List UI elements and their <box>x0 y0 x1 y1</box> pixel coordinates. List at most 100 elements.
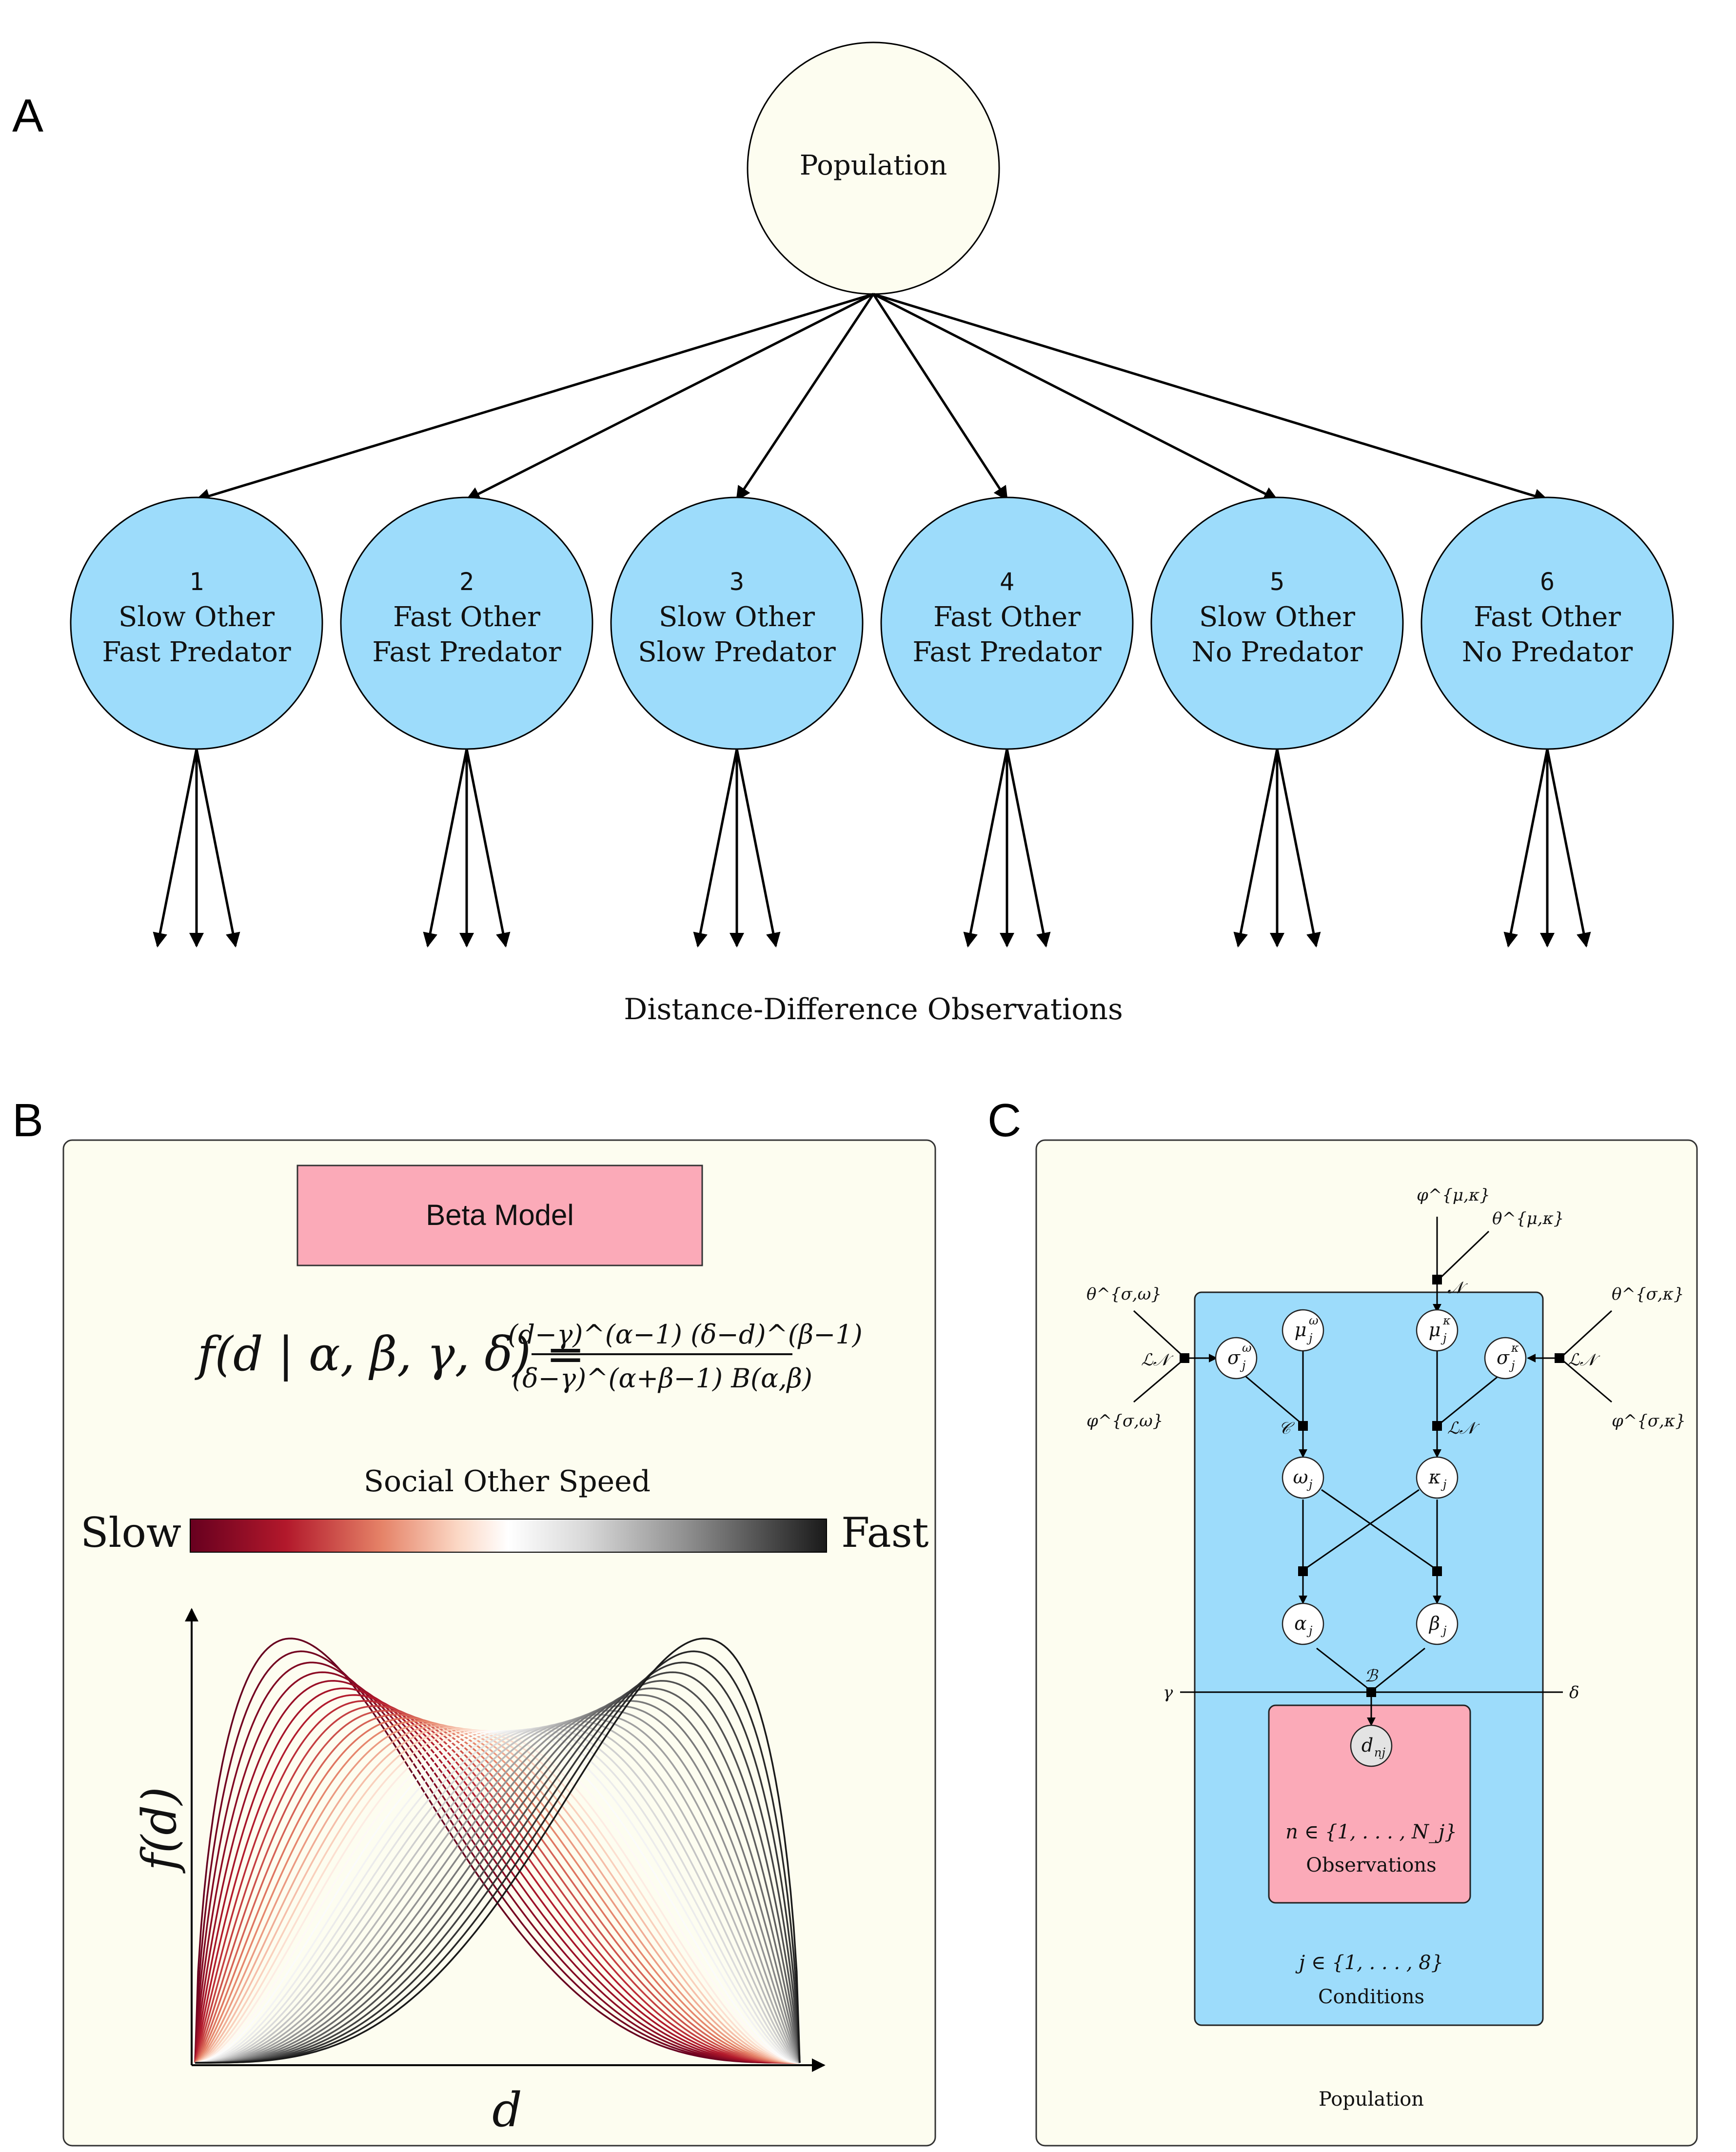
condition-predator: Fast Predator <box>372 636 561 668</box>
condition-predator: Slow Predator <box>638 636 836 668</box>
factor-LN-right <box>1555 1353 1564 1363</box>
condition-other-speed: Fast Other <box>933 601 1081 633</box>
beta-density-curve <box>195 1680 801 2064</box>
beta-density-curve <box>195 1729 800 2064</box>
colorbar-label-fast: Fast <box>841 1509 929 1557</box>
observation-arrow <box>735 749 781 948</box>
node-d-observed <box>1350 1724 1393 1767</box>
observation-arrow <box>1276 749 1321 948</box>
beta-density-curve <box>195 1722 800 2064</box>
condition-predator: Fast Predator <box>912 636 1102 668</box>
label-sigma-omega: σ <box>1227 1347 1241 1368</box>
panel-letter-b: B <box>12 1094 43 1146</box>
label-gamma: γ <box>1163 1683 1173 1702</box>
node-sigma-omega <box>1215 1337 1258 1380</box>
condition-number: 4 <box>1000 568 1014 596</box>
condition-other-speed: Fast Other <box>1474 601 1621 633</box>
beta-density-curve <box>195 1730 800 2064</box>
beta-density-curve <box>195 1725 800 2064</box>
population-arrow <box>195 293 874 503</box>
population-arrow <box>873 293 1549 503</box>
formula-numerator: (d−γ)^(α−1) (δ−d)^(β−1) <box>508 1319 863 1350</box>
node-sigma-kappa <box>1484 1337 1527 1380</box>
population-arrow <box>735 293 875 501</box>
condition-number: 2 <box>459 568 474 596</box>
beta-density-curve <box>195 1661 801 2064</box>
observation-arrows <box>153 749 1591 948</box>
observations-label: Observations <box>1306 1854 1436 1876</box>
factor-B <box>1366 1687 1376 1697</box>
beta-density-curve <box>195 1694 801 2064</box>
panel-b-box <box>62 1139 936 2147</box>
node-omega <box>1282 1456 1324 1499</box>
factor-N <box>1432 1275 1442 1284</box>
population-arrow <box>872 293 1008 501</box>
svg-text:κ: κ <box>1442 1314 1451 1327</box>
label-beta: β <box>1428 1613 1440 1634</box>
observation-arrow <box>465 749 511 948</box>
condition-number: 1 <box>189 568 204 596</box>
formula-denominator: (δ−γ)^(α+β−1) B(α,β) <box>512 1363 812 1394</box>
edge-sigmakappa-LN <box>1439 1370 1505 1425</box>
edge-theta-mukappa <box>1439 1230 1490 1280</box>
x-axis-label: d <box>492 2083 522 2137</box>
population-plate-label: Population <box>1319 2088 1424 2111</box>
node-beta <box>1416 1602 1459 1645</box>
beta-density-curve <box>195 1700 801 2064</box>
label-factor-B: ℬ <box>1364 1666 1379 1686</box>
condition-other-speed: Slow Other <box>1199 601 1355 633</box>
edge-theta-sigmaomega <box>1133 1310 1184 1357</box>
observation-arrow <box>423 749 468 948</box>
edge-beta-B <box>1372 1647 1425 1691</box>
label-mu-kappa: μ <box>1429 1319 1441 1341</box>
edge-phi-sigmakappa <box>1562 1360 1612 1403</box>
observations-range: n ∈ {1, . . . , N_j} <box>1285 1821 1457 1843</box>
label-factor-LN-kappa: ℒ𝒩 <box>1447 1419 1480 1438</box>
observation-arrow <box>195 749 240 948</box>
edge-phi-sigmaomega <box>1133 1360 1183 1403</box>
beta-density-curve <box>195 1671 801 2064</box>
node-kappa <box>1416 1456 1459 1499</box>
conditions-plate <box>1194 1291 1544 2026</box>
beta-density-curve <box>195 1720 801 2064</box>
label-d: d <box>1361 1735 1373 1756</box>
conditions-label: Conditions <box>1318 1986 1424 2008</box>
beta-density-curve <box>195 1650 801 2064</box>
label-phi-sigma-kappa: φ^{σ,κ} <box>1612 1411 1686 1431</box>
panel-letter-a: A <box>12 90 43 142</box>
beta-density-curve <box>195 1714 801 2064</box>
beta-density-curve <box>195 1726 800 2064</box>
svg-text:nj: nj <box>1374 1746 1385 1759</box>
factor-LN-left <box>1180 1353 1189 1363</box>
condition-other-speed: Slow Other <box>118 601 275 633</box>
population-label: Population <box>800 150 947 181</box>
label-sigma-kappa: σ <box>1497 1347 1510 1368</box>
condition-predator: No Predator <box>1192 636 1363 668</box>
label-phi-mu-kappa: φ^{μ,κ} <box>1417 1185 1490 1205</box>
svg-text:ω: ω <box>1309 1314 1319 1327</box>
beta-density-curve <box>195 1717 801 2064</box>
colorbar <box>190 1519 827 1553</box>
conditions-range: j ∈ {1, . . . , 8} <box>1295 1952 1443 1974</box>
panel-letter-c: C <box>987 1094 1021 1146</box>
condition-predator: No Predator <box>1462 636 1633 668</box>
edge-kappa-alphafactor <box>1304 1489 1420 1570</box>
observation-arrow <box>1233 749 1279 948</box>
observations-plate <box>1268 1704 1471 1904</box>
population-arrows <box>195 293 1549 503</box>
label-delta: δ <box>1569 1683 1579 1702</box>
beta-density-curve <box>195 1705 801 2064</box>
population-arrow <box>465 293 874 501</box>
label-theta-mu-kappa: θ^{μ,κ} <box>1492 1209 1564 1228</box>
factor-LN-kappa <box>1432 1421 1442 1431</box>
observation-arrow <box>1503 749 1549 948</box>
beta-density-curve <box>195 1710 801 2064</box>
observation-arrow <box>1546 749 1591 948</box>
factor-C <box>1298 1421 1308 1431</box>
factor-alpha <box>1298 1566 1308 1576</box>
label-factor-LN-right: ℒ𝒩 <box>1568 1350 1600 1370</box>
y-axis-label: f(d) <box>132 1787 187 1874</box>
